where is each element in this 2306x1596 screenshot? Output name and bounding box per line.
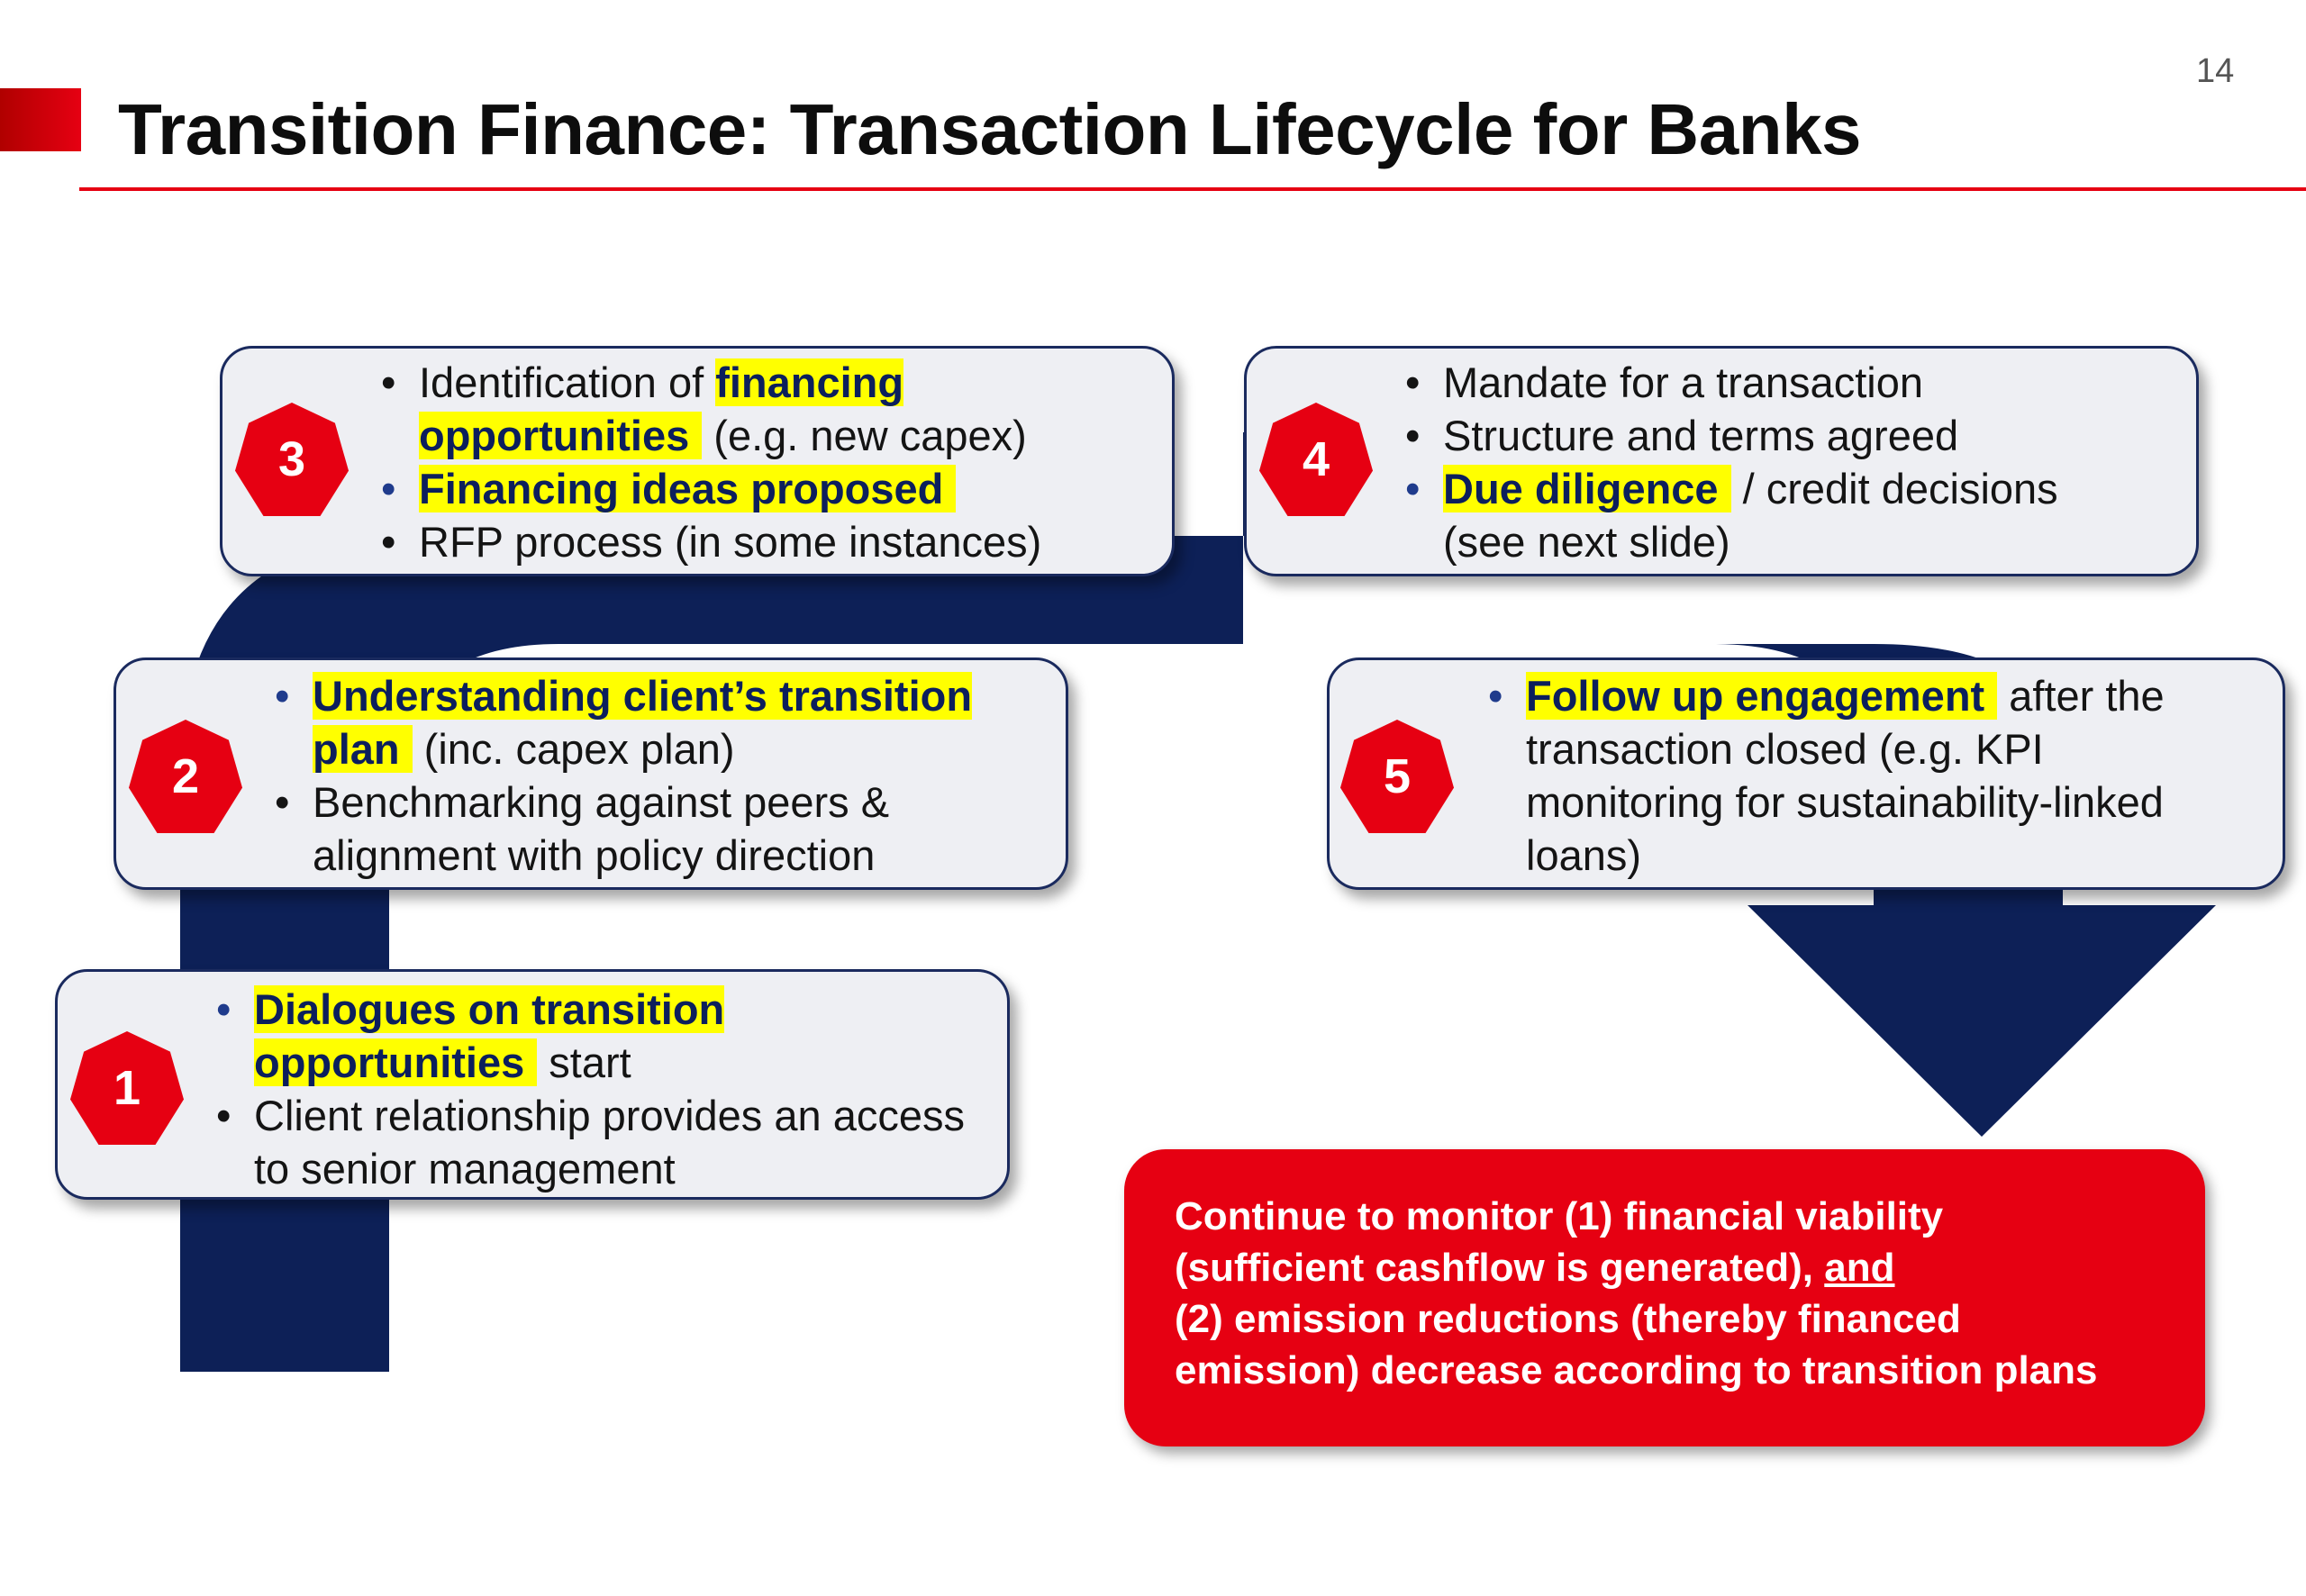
step-2-box: 2 Understanding client’s transition plan…	[113, 657, 1068, 890]
bullet-text: (e.g. new capex)	[702, 412, 1027, 459]
summary-line-2-text: (sufficient cashflow is generated),	[1175, 1246, 1825, 1290]
step-2-badge: 2	[129, 720, 242, 833]
summary-line-2: (sufficient cashflow is generated), and	[1175, 1242, 2160, 1293]
step-4-number: 4	[1302, 432, 1330, 486]
step-1-bullet-1: Dialogues on transition opportunities st…	[211, 983, 985, 1089]
step-5-bullet-1: Follow up engagement after the transacti…	[1483, 669, 2212, 882]
bullet-text: (inc. capex plan)	[412, 725, 735, 773]
summary-line-3: (2) emission reductions (thereby finance…	[1175, 1297, 1961, 1341]
step-3-bullet-3: RFP process (in some instances)	[376, 515, 1159, 568]
step-2-bullet-1: Understanding client’s transition plan (…	[269, 669, 1053, 775]
bullet-text: Benchmarking against peers & alignment w…	[313, 778, 890, 879]
monitoring-summary-box: Continue to monitor (1) financial viabil…	[1124, 1149, 2205, 1446]
step-1-badge: 1	[70, 1031, 184, 1145]
step-1-number: 1	[113, 1061, 141, 1115]
step-3-box: 3 Identification of financing opportunit…	[220, 346, 1175, 576]
summary-line-1: Continue to monitor (1) financial viabil…	[1175, 1194, 1944, 1238]
bullet-highlight: Due diligence	[1443, 465, 1731, 512]
step-4-bullet-3: Due diligence / credit decisions (see ne…	[1400, 462, 2111, 568]
bullet-text: Mandate for a transaction	[1443, 358, 1923, 406]
bullet-highlight: Follow up engagement	[1526, 672, 1998, 720]
title-accent-bar	[0, 88, 81, 151]
summary-underlined-and: and	[1824, 1246, 1895, 1290]
summary-line-4: emission) decrease according to transiti…	[1175, 1348, 2098, 1392]
step-4-box: 4 Mandate for a transaction Structure an…	[1244, 346, 2199, 576]
step-5-badge: 5	[1340, 720, 1454, 833]
flow-arrow-body	[180, 432, 2216, 1372]
step-4-bullet-1: Mandate for a transaction	[1400, 356, 2111, 409]
step-5-number: 5	[1383, 749, 1412, 803]
step-5-box: 5 Follow up engagement after the transac…	[1327, 657, 2285, 890]
bullet-text: start	[537, 1038, 631, 1086]
bullet-highlight: Dialogues on transition opportunities	[254, 985, 725, 1086]
step-2-number: 2	[171, 749, 200, 803]
bullet-highlight: Financing ideas proposed	[419, 465, 957, 512]
step-3-bullets: Identification of financing opportunitie…	[376, 356, 1159, 568]
title-underline	[79, 187, 2306, 191]
bullet-text: after the transaction closed (e.g. KPI m…	[1526, 672, 2165, 879]
slide-title: Transition Finance: Transaction Lifecycl…	[118, 89, 1862, 169]
step-1-bullet-2: Client relationship provides an access t…	[211, 1089, 985, 1195]
step-2-bullets: Understanding client’s transition plan (…	[269, 669, 1053, 882]
step-4-bullet-2: Structure and terms agreed	[1400, 409, 2111, 462]
step-4-badge: 4	[1259, 403, 1373, 516]
step-2-bullet-2: Benchmarking against peers & alignment w…	[269, 775, 1053, 882]
bullet-text: Structure and terms agreed	[1443, 412, 1959, 459]
step-3-number: 3	[277, 432, 306, 486]
step-1-bullets: Dialogues on transition opportunities st…	[211, 983, 985, 1195]
step-4-bullets: Mandate for a transaction Structure and …	[1400, 356, 2111, 568]
step-3-bullet-1: Identification of financing opportunitie…	[376, 356, 1159, 462]
bullet-text: Client relationship provides an access t…	[254, 1092, 965, 1192]
step-3-bullet-2: Financing ideas proposed	[376, 462, 1159, 515]
page-number: 14	[2196, 52, 2235, 90]
bullet-text: Identification of	[419, 358, 716, 406]
step-1-box: 1 Dialogues on transition opportunities …	[55, 969, 1010, 1200]
bullet-text: / credit decisions (see next slide)	[1443, 465, 2058, 566]
step-5-bullets: Follow up engagement after the transacti…	[1483, 669, 2212, 882]
bullet-text: RFP process (in some instances)	[419, 518, 1042, 566]
step-3-badge: 3	[235, 403, 349, 516]
